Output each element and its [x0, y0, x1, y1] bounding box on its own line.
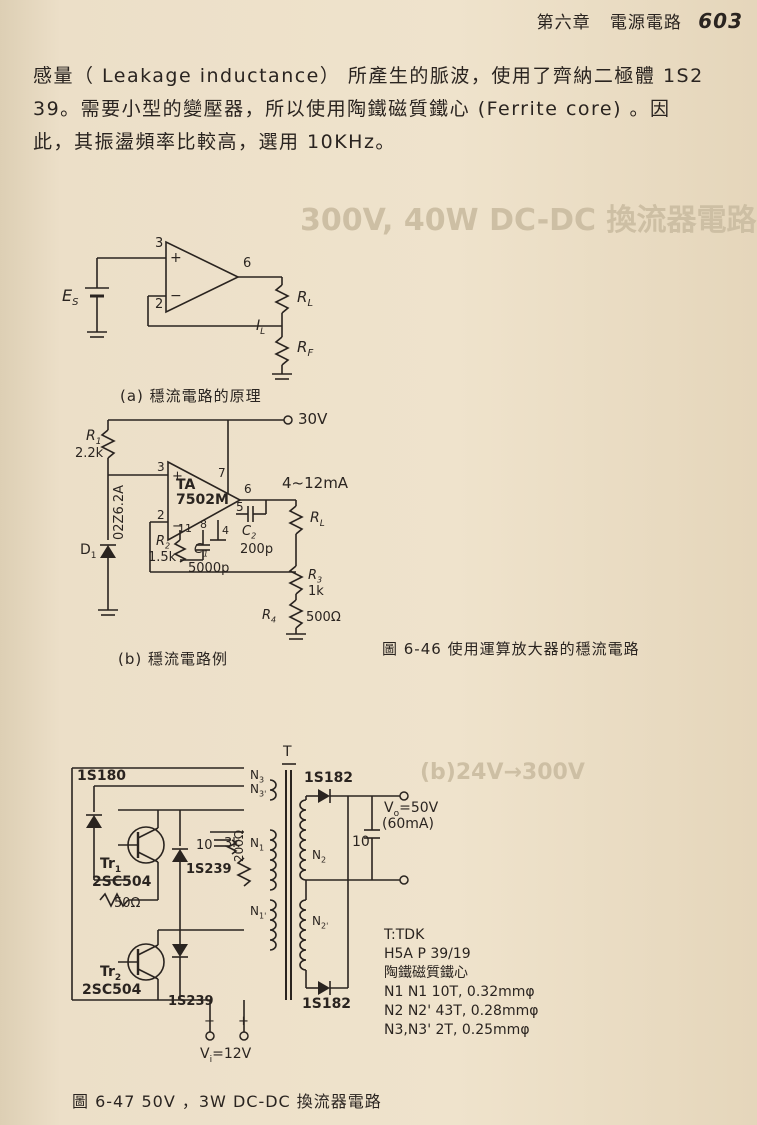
paragraph-line: 39。需要小型的變壓器，所以使用陶鐵磁質鐵心 (Ferrite core) 。因	[33, 98, 671, 120]
rl-label: RL	[310, 510, 325, 529]
svg-text:+: +	[170, 250, 182, 266]
n2-label: N2	[312, 848, 327, 865]
n1-label: N1	[250, 836, 265, 853]
svg-text:−: −	[172, 519, 183, 534]
pin-label: 4	[222, 524, 229, 537]
tr1-label: Tr1	[100, 856, 122, 875]
chapter-label: 第六章	[536, 13, 591, 33]
ta7502m-symbol	[167, 460, 242, 542]
pin-label: 3	[157, 460, 165, 474]
d1-label: D1	[80, 542, 97, 561]
r2-value: 1.5k	[148, 550, 177, 565]
svg-text:−: −	[170, 288, 182, 304]
label-rl: RL	[297, 288, 314, 309]
page-header: 第六章 電源電路 603	[537, 8, 743, 33]
cout-label: 10	[352, 834, 370, 850]
c1-label: C1	[194, 542, 209, 559]
r50-label: 50Ω	[114, 896, 141, 911]
current-label: 4~12mA	[282, 474, 349, 492]
pin-label: 11	[178, 522, 192, 535]
label-pin6: 6	[243, 256, 252, 271]
io-label: (60mA)	[382, 816, 434, 832]
pin-label: 5	[236, 500, 244, 514]
svg-text:+: +	[172, 469, 183, 484]
label-pin2: 2	[155, 297, 164, 312]
fig46-caption: 圖 6-46 使用運算放大器的穩流電路	[382, 640, 640, 658]
diode-1s182-top-label: 1S182	[304, 770, 354, 786]
n3-label: N3	[250, 768, 265, 785]
diode-1s239-low-label: 1S239	[168, 994, 214, 1009]
diode-1s239-mid-label: 1S239	[186, 862, 232, 877]
r3k-label: 3k	[224, 836, 240, 851]
fig46b-caption: (b) 穩流電路例	[118, 650, 228, 668]
label-pin3: 3	[155, 236, 164, 251]
n2p-label: N2'	[312, 914, 329, 931]
vi-label: Vi=12V	[200, 1046, 252, 1065]
body-paragraph: 感量（ Leakage inductance） 所產生的脈波，使用了齊納二極體 …	[33, 60, 748, 159]
c2-value: 200p	[240, 542, 274, 557]
r3-value: 1k	[308, 584, 324, 599]
r3-label: R3	[308, 568, 323, 585]
opamp-symbol	[165, 240, 240, 314]
c1-value: 5000p	[188, 561, 230, 576]
vi-minus-label: −	[204, 1014, 215, 1029]
diode-1s180-label: 1S180	[77, 768, 127, 784]
vo-label: Vo=50V	[384, 800, 439, 819]
pin-label: 7	[218, 466, 226, 480]
paragraph-line: 感量（ Leakage inductance） 所產生的脈波，使用了齊納二極體 …	[33, 65, 704, 87]
n3p-label: N3'	[250, 782, 267, 799]
tr1-part: 2SC504	[92, 874, 152, 890]
vi-plus-label: +	[238, 1014, 249, 1029]
c10-label: 10	[196, 838, 213, 853]
pin-label: 6	[244, 482, 252, 496]
label-rf: RF	[297, 338, 314, 359]
label-es: ES	[62, 286, 79, 309]
paragraph-line: 此，其振盪頻率比較高，選用 10KHz。	[33, 131, 396, 153]
transformer-spec: T:TDK H5A P 39/19 陶鐵磁質鐵心 N1 N1 10T, 0.32…	[384, 927, 539, 1038]
section-label: 電源電路	[609, 13, 682, 33]
fig47-caption: 圖 6-47 50V ，3W DC-DC 換流器電路	[72, 1092, 382, 1111]
pin-label: 8	[200, 518, 207, 531]
r2-label: R2	[156, 534, 171, 551]
n1p-label: N1'	[250, 904, 267, 921]
c2-label: C2	[242, 524, 257, 541]
r4-value: 500Ω	[306, 610, 341, 625]
r200-label: 200Ω	[232, 829, 246, 862]
diode-1s182-bottom-label: 1S182	[302, 996, 352, 1012]
r4-label: R4	[262, 608, 277, 625]
tr2-part: 2SC504	[82, 982, 142, 998]
r1-label: R1	[86, 428, 102, 447]
supply-label: 30V	[298, 410, 328, 428]
fig46a-caption: (a) 穩流電路的原理	[120, 387, 262, 405]
page-number: 603	[698, 9, 743, 33]
r1-value: 2.2k	[75, 446, 104, 461]
label-il: IL	[256, 318, 266, 337]
transformer-label: T	[283, 744, 292, 760]
pin-label: 2	[157, 508, 165, 522]
tr2-label: Tr2	[100, 964, 122, 983]
